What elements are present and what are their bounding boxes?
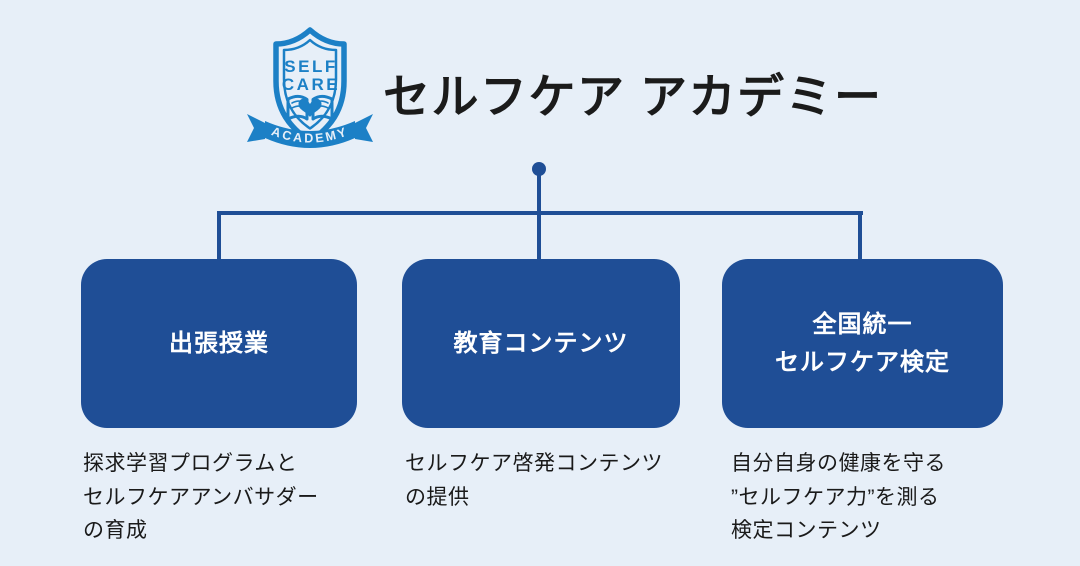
node-box-educational-content: 教育コンテンツ [402, 259, 680, 428]
connector-drop-middle [537, 213, 541, 259]
node-description-national-selfcare-exam: 自分自身の健康を守る ”セルフケア力”を測る 検定コンテンツ [731, 452, 946, 543]
connector-drop-left [217, 213, 221, 259]
ribbon-left-tail [247, 114, 265, 142]
node-description-educational-content: セルフケア啓発コンテンツ の提供 [405, 452, 663, 509]
node-box-onsite-classes: 出張授業 [81, 259, 357, 428]
logo-text-academy: ACADEMY [270, 124, 351, 145]
selfcare-academy-logo: SELF CARE ACADEMY [244, 24, 376, 162]
node-description-onsite-classes: 探求学習プログラムと セルフケアアンバサダー の育成 [83, 452, 319, 543]
logo-text-care: CARE [282, 75, 340, 94]
node-label: 全国統一 セルフケア検定 [775, 311, 950, 376]
shield-inner-outline [282, 38, 338, 130]
page-title: セルフケア アカデミー [383, 70, 883, 123]
logo-text-self: SELF [284, 57, 337, 76]
ribbon-right-tail [355, 114, 373, 142]
book-heart-icon [286, 94, 334, 121]
node-label: 教育コンテンツ [453, 329, 629, 357]
node-label: 出張授業 [169, 329, 269, 357]
shield-badge-icon: SELF CARE ACADEMY [247, 27, 373, 148]
ribbon-band [265, 121, 355, 148]
node-box-national-selfcare-exam: 全国統一 セルフケア検定 [722, 259, 1003, 428]
connector-drop-right [858, 213, 862, 259]
connector-stem-line [537, 169, 541, 213]
